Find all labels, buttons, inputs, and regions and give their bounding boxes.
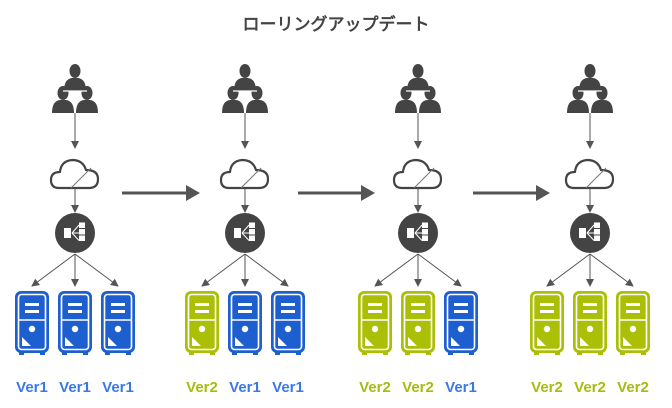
server-icon	[444, 291, 478, 355]
load-balancer-icon	[398, 213, 438, 253]
users-group-icon	[222, 64, 268, 113]
server-icon	[358, 291, 392, 355]
server-icon	[401, 291, 435, 355]
arrow-right-icon	[122, 185, 200, 201]
server-version-label: Ver1	[445, 379, 477, 396]
connector-arrow	[546, 253, 591, 287]
load-balancer-icon	[55, 213, 95, 253]
server-version-label: Ver2	[617, 379, 649, 396]
server-version-label: Ver2	[531, 379, 563, 396]
server-icon	[228, 291, 262, 355]
arrow-right-icon	[473, 185, 550, 201]
server-version-label: Ver1	[272, 379, 304, 396]
server-icon	[185, 291, 219, 355]
server-icon	[573, 291, 607, 355]
server-icon	[101, 291, 135, 355]
arrow-right-icon	[298, 185, 375, 201]
load-balancer-icon	[570, 213, 610, 253]
connector-arrow	[201, 253, 246, 287]
server-version-label: Ver1	[16, 379, 48, 396]
server-icon	[58, 291, 92, 355]
cloud-icon	[564, 158, 615, 190]
server-icon	[616, 291, 650, 355]
users-group-icon	[52, 64, 98, 113]
stage-3: Ver2 Ver2 Ver1	[358, 64, 478, 396]
users-group-icon	[567, 64, 613, 113]
server-icon	[271, 291, 305, 355]
server-version-label: Ver2	[574, 379, 606, 396]
server-icon	[530, 291, 564, 355]
connector-arrow	[74, 253, 119, 287]
load-balancer-icon	[225, 213, 265, 253]
connector-arrow	[31, 253, 76, 287]
cloud-icon	[49, 158, 100, 190]
server-icon	[15, 291, 49, 355]
stage-2: Ver2 Ver1 Ver1	[185, 64, 305, 396]
server-version-label: Ver2	[186, 379, 218, 396]
server-version-label: Ver2	[359, 379, 391, 396]
server-version-label: Ver2	[402, 379, 434, 396]
cloud-icon	[392, 158, 443, 190]
connector-arrow	[244, 253, 289, 287]
server-version-label: Ver1	[229, 379, 261, 396]
cloud-icon	[219, 158, 270, 190]
stage-1: Ver1 Ver1 Ver1	[15, 64, 135, 396]
connector-arrow	[417, 253, 462, 287]
stage-4: Ver2 Ver2 Ver2	[530, 64, 650, 396]
users-group-icon	[395, 64, 441, 113]
diagram-title: ローリングアップデート	[242, 15, 430, 35]
server-version-label: Ver1	[59, 379, 91, 396]
connector-arrow	[589, 253, 634, 287]
connector-arrow	[374, 253, 419, 287]
server-version-label: Ver1	[102, 379, 134, 396]
